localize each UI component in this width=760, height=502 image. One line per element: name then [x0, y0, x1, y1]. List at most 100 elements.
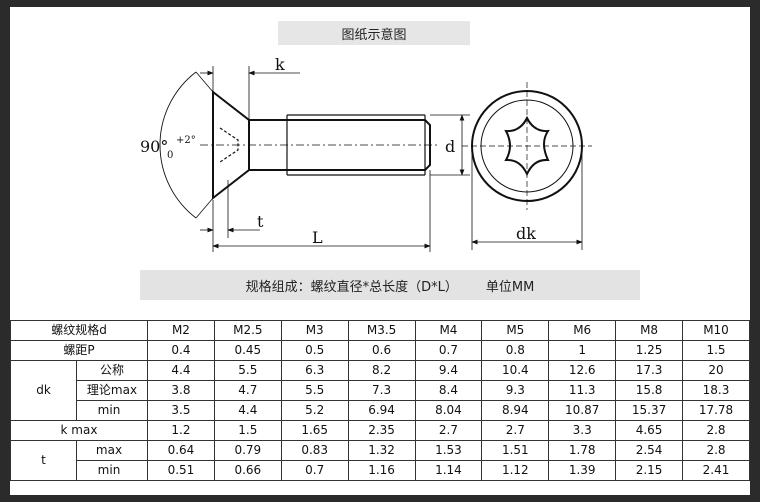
- dk-nominal-cell: 5.5: [213, 360, 282, 381]
- table-row-t-max: t max 0.64 0.79 0.83 1.32 1.53 1.51 1.78…: [10, 440, 750, 481]
- k-max-cell: 4.65: [615, 420, 683, 441]
- dk-min-label: min: [76, 400, 148, 421]
- drawing-title: 图纸示意图: [278, 21, 470, 45]
- pitch-cell: 0.7: [414, 340, 483, 361]
- dk-min-cell: 4.4: [213, 400, 282, 421]
- t-max-cell: 1.32: [347, 440, 416, 461]
- pitch-cell: 1.25: [615, 340, 683, 361]
- t-max-cell: 1.51: [481, 440, 550, 461]
- label-angle-plus: +2°: [176, 135, 196, 146]
- size-cell: M2.5: [213, 320, 282, 341]
- size-cell: M8: [615, 320, 683, 341]
- size-cell: M10: [682, 320, 750, 341]
- label-angle: 90°: [140, 137, 168, 156]
- table-row-dk-max: 理论max 3.8 4.7 5.5 7.3 8.4 9.3 11.3 15.8 …: [11, 380, 750, 401]
- label-t: t: [257, 212, 264, 231]
- table-row-dk-nominal: dk 公称 4.4 5.5 6.3 8.2 9.4 10.4 12.6 17.3…: [10, 360, 750, 421]
- k-max-cell: 1.5: [213, 420, 282, 441]
- pitch-cell: 1: [548, 340, 617, 361]
- label-L: L: [312, 228, 323, 247]
- table-row-size: 螺纹规格d M2 M2.5 M3 M3.5 M4 M5 M6 M8 M10: [10, 320, 750, 341]
- dk-max-cell: 9.3: [481, 380, 550, 401]
- t-min-cell: 1.14: [414, 460, 483, 481]
- size-cell: M6: [548, 320, 617, 341]
- dk-min-cell: 15.37: [615, 400, 683, 421]
- dk-min-cell: 5.2: [280, 400, 349, 421]
- label-k: k: [275, 55, 285, 74]
- pitch-cell: 0.6: [347, 340, 416, 361]
- dk-nominal-label: 公称: [76, 360, 148, 381]
- t-max-cell: 0.79: [213, 440, 282, 461]
- dk-max-cell: 18.3: [682, 380, 750, 401]
- t-max-cell: 0.83: [280, 440, 349, 461]
- t-min-cell: 0.66: [213, 460, 282, 481]
- t-max-label: max: [76, 440, 148, 461]
- dk-nominal-cell: 20: [682, 360, 750, 381]
- dk-max-cell: 15.8: [615, 380, 683, 401]
- pitch-cell: 0.4: [147, 340, 215, 361]
- dk-nominal-cell: 17.3: [615, 360, 683, 381]
- k-max-cell: 1.2: [147, 420, 215, 441]
- pitch-cell: 0.8: [481, 340, 550, 361]
- label-dk: dk: [516, 224, 536, 243]
- t-min-cell: 0.7: [280, 460, 349, 481]
- dk-max-cell: 3.8: [147, 380, 215, 401]
- dk-nominal-cell: 9.4: [414, 360, 483, 381]
- dk-max-cell: 4.7: [213, 380, 282, 401]
- t-max-cell: 1.78: [548, 440, 617, 461]
- header-size-label: 螺纹规格d: [10, 320, 148, 341]
- k-max-label: k max: [10, 420, 148, 441]
- t-min-cell: 2.15: [615, 460, 683, 481]
- t-max-cell: 0.64: [147, 440, 215, 461]
- label-angle-zero: 0: [167, 150, 173, 161]
- k-max-cell: 2.7: [414, 420, 483, 441]
- size-cell: M3: [280, 320, 349, 341]
- dk-nominal-cell: 4.4: [147, 360, 215, 381]
- dk-max-label: 理论max: [76, 380, 148, 401]
- pitch-label: 螺距P: [10, 340, 148, 361]
- size-cell: M2: [147, 320, 215, 341]
- dk-min-cell: 6.94: [347, 400, 416, 421]
- dk-nominal-cell: 6.3: [280, 360, 349, 381]
- pitch-cell: 0.5: [280, 340, 349, 361]
- t-max-cell: 2.54: [615, 440, 683, 461]
- k-max-cell: 2.8: [682, 420, 750, 441]
- dk-max-cell: 8.4: [414, 380, 483, 401]
- dk-min-cell: 8.04: [414, 400, 483, 421]
- dk-nominal-cell: 12.6: [548, 360, 617, 381]
- t-max-cell: 2.8: [682, 440, 750, 461]
- table-row-dk-min: min 3.5 4.4 5.2 6.94 8.04 8.94 10.87 15.…: [11, 400, 750, 421]
- size-cell: M4: [414, 320, 483, 341]
- k-max-cell: 1.65: [280, 420, 349, 441]
- dk-nominal-cell: 10.4: [481, 360, 550, 381]
- t-min-cell: 1.12: [481, 460, 550, 481]
- pitch-cell: 0.45: [213, 340, 282, 361]
- spec-description: 规格组成：螺纹直径*总长度（D*L） 单位MM: [140, 270, 640, 300]
- dk-max-cell: 7.3: [347, 380, 416, 401]
- k-max-cell: 2.35: [347, 420, 416, 441]
- dk-min-cell: 3.5: [147, 400, 215, 421]
- t-min-cell: 0.51: [147, 460, 215, 481]
- t-min-cell: 1.16: [347, 460, 416, 481]
- size-cell: M3.5: [347, 320, 416, 341]
- spec-composition: 规格组成：螺纹直径*总长度（D*L）: [245, 279, 458, 295]
- dk-min-cell: 17.78: [682, 400, 750, 421]
- t-max-cell: 1.53: [414, 440, 483, 461]
- dk-max-cell: 5.5: [280, 380, 349, 401]
- spec-unit: 单位MM: [485, 279, 535, 295]
- angle-arc: [159, 71, 197, 219]
- t-group-label: t: [10, 440, 77, 481]
- t-min-label: min: [76, 460, 148, 481]
- dk-min-cell: 8.94: [481, 400, 550, 421]
- k-max-cell: 3.3: [548, 420, 617, 441]
- pitch-cell: 1.5: [682, 340, 750, 361]
- table-row-k-max: k max 1.2 1.5 1.65 2.35 2.7 2.7 3.3 4.65…: [10, 420, 750, 441]
- dk-min-cell: 10.87: [548, 400, 617, 421]
- t-min-cell: 2.41: [682, 460, 750, 481]
- dk-max-cell: 11.3: [548, 380, 617, 401]
- label-d: d: [445, 137, 455, 156]
- dk-nominal-cell: 8.2: [347, 360, 416, 381]
- table-row-t-min: min 0.51 0.66 0.7 1.16 1.14 1.12 1.39 2.…: [11, 460, 750, 481]
